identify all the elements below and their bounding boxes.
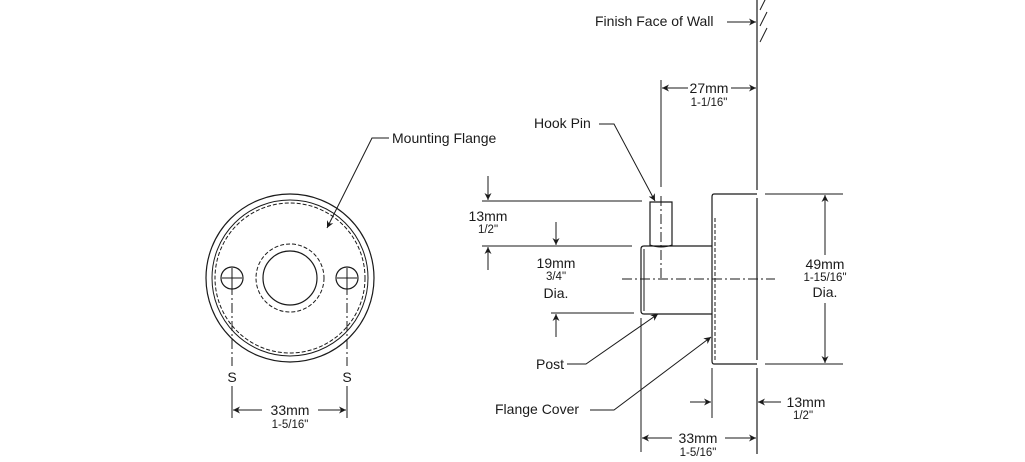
- flange-dia-metric: 49mm: [806, 256, 845, 272]
- projection-imperial: 1-1/16": [691, 97, 728, 109]
- screw-mark-right: S: [342, 369, 351, 385]
- post-dia-imperial: 3/4": [546, 271, 566, 283]
- hook-pin-label: Hook Pin: [534, 115, 591, 131]
- overall-depth-imperial: 1-5/16": [680, 447, 717, 459]
- center-boss-hidden: [255, 243, 325, 313]
- post-body: [640, 245, 712, 315]
- flange-cover-label: Flange Cover: [495, 401, 579, 417]
- post-dia-suffix: Dia.: [544, 285, 569, 301]
- flange-hidden-edge: [214, 202, 366, 354]
- center-boss: [262, 250, 318, 306]
- flange-outer-edge: [205, 193, 375, 363]
- flange-inner-edge: [211, 199, 369, 357]
- screw-spacing-imperial: 1-5/16": [272, 419, 309, 431]
- post-label: Post: [536, 356, 564, 372]
- wall-hatch-icon: [759, 0, 768, 43]
- mounting-flange-label: Mounting Flange: [392, 130, 497, 146]
- side-view: Finish Face of Wall 27mm 1-1/16" Hook Pi…: [469, 0, 847, 459]
- flange-dia-suffix: Dia.: [813, 284, 838, 300]
- flange-cover-leader: [590, 336, 712, 411]
- wall-label: Finish Face of Wall: [595, 13, 714, 29]
- flange-depth-metric: 13mm: [787, 394, 826, 410]
- overall-depth-metric: 33mm: [679, 430, 718, 446]
- post-leader: [567, 313, 659, 365]
- screw-spacing-metric: 33mm: [271, 402, 310, 418]
- pin-height-imperial: 1/2": [478, 224, 498, 236]
- mounting-flange-leader: [326, 137, 389, 229]
- flange-depth-imperial: 1/2": [793, 410, 813, 422]
- pin-height-metric: 13mm: [469, 208, 508, 224]
- flange-dia-imperial: 1-15/16": [803, 272, 846, 284]
- post-dia-metric: 19mm: [537, 255, 576, 271]
- flange-cover-body: [711, 193, 757, 365]
- screw-mark-left: S: [227, 369, 236, 385]
- front-view: S S 33mm 1-5/16" Mounting Flange: [205, 130, 497, 431]
- projection-metric: 27mm: [690, 80, 729, 96]
- hook-pin-leader: [599, 123, 656, 202]
